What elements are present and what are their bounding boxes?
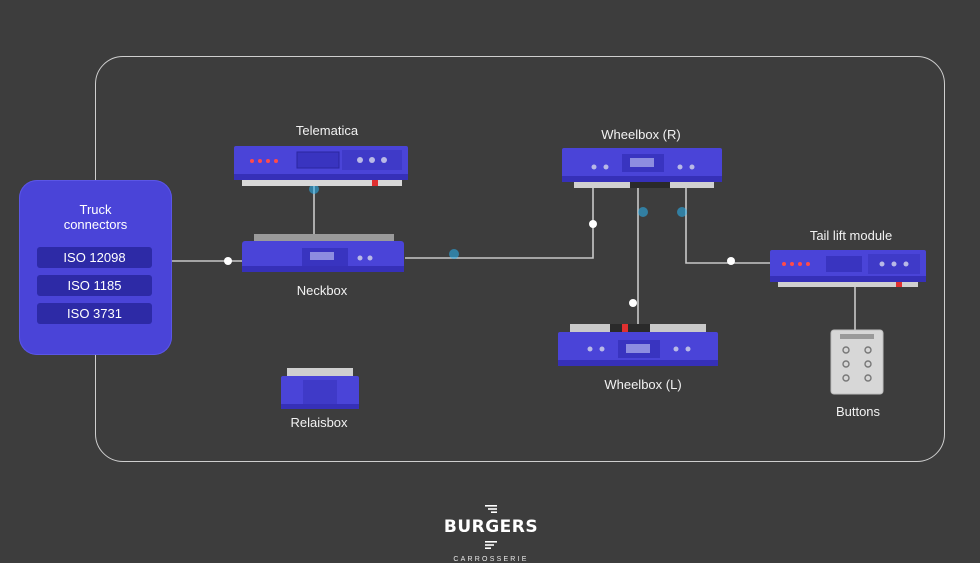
wire-wheelbox-r-taillift [685,186,772,264]
wheelbox-r-module [562,148,722,188]
signal-glow [638,207,648,217]
signal-glow [677,207,687,217]
wheelbox-r-label: Wheelbox (R) [601,127,681,142]
logo-name: BURGERS [443,517,539,537]
signal-glow [449,249,459,259]
wiring-diagram [172,184,856,332]
connector-dot [224,257,232,265]
burgers-logo: BURGERS CARROSSERIE [436,500,546,563]
truck-connectors-title: Truck connectors [19,202,172,232]
truck-title-line1: Truck [79,202,112,217]
connector-dot [727,257,735,265]
connector-dot [629,299,637,307]
relaisbox-module [281,368,359,409]
signal-glow [309,184,319,194]
tail-lift-label: Tail lift module [809,228,893,243]
neckbox-label: Neckbox [296,283,348,298]
buttons-label: Buttons [835,404,881,419]
iso-standard-badge: ISO 1185 [37,275,152,296]
iso-standard-badge: ISO 12098 [37,247,152,268]
logo-subtitle: CARROSSERIE [453,556,529,563]
wire-neckbox-wheelbox-r [405,186,594,259]
iso-standard-badge: ISO 3731 [37,303,152,324]
buttons-panel [830,329,884,395]
tail-lift-module [770,250,926,287]
connector-dot [589,220,597,228]
relaisbox-label: Relaisbox [290,415,348,430]
truck-connectors-panel: Truck connectors ISO 12098 ISO 1185 ISO … [19,180,172,355]
logo-left-wing-icon [485,505,497,513]
wheelbox-l-module [558,324,718,366]
telematica-label: Telematica [295,123,359,138]
telematica-module [234,146,408,186]
truck-title-line2: connectors [63,217,128,232]
logo-right-wing-icon [485,541,497,549]
wheelbox-l-label: Wheelbox (L) [604,377,682,392]
neckbox-module [242,234,404,272]
